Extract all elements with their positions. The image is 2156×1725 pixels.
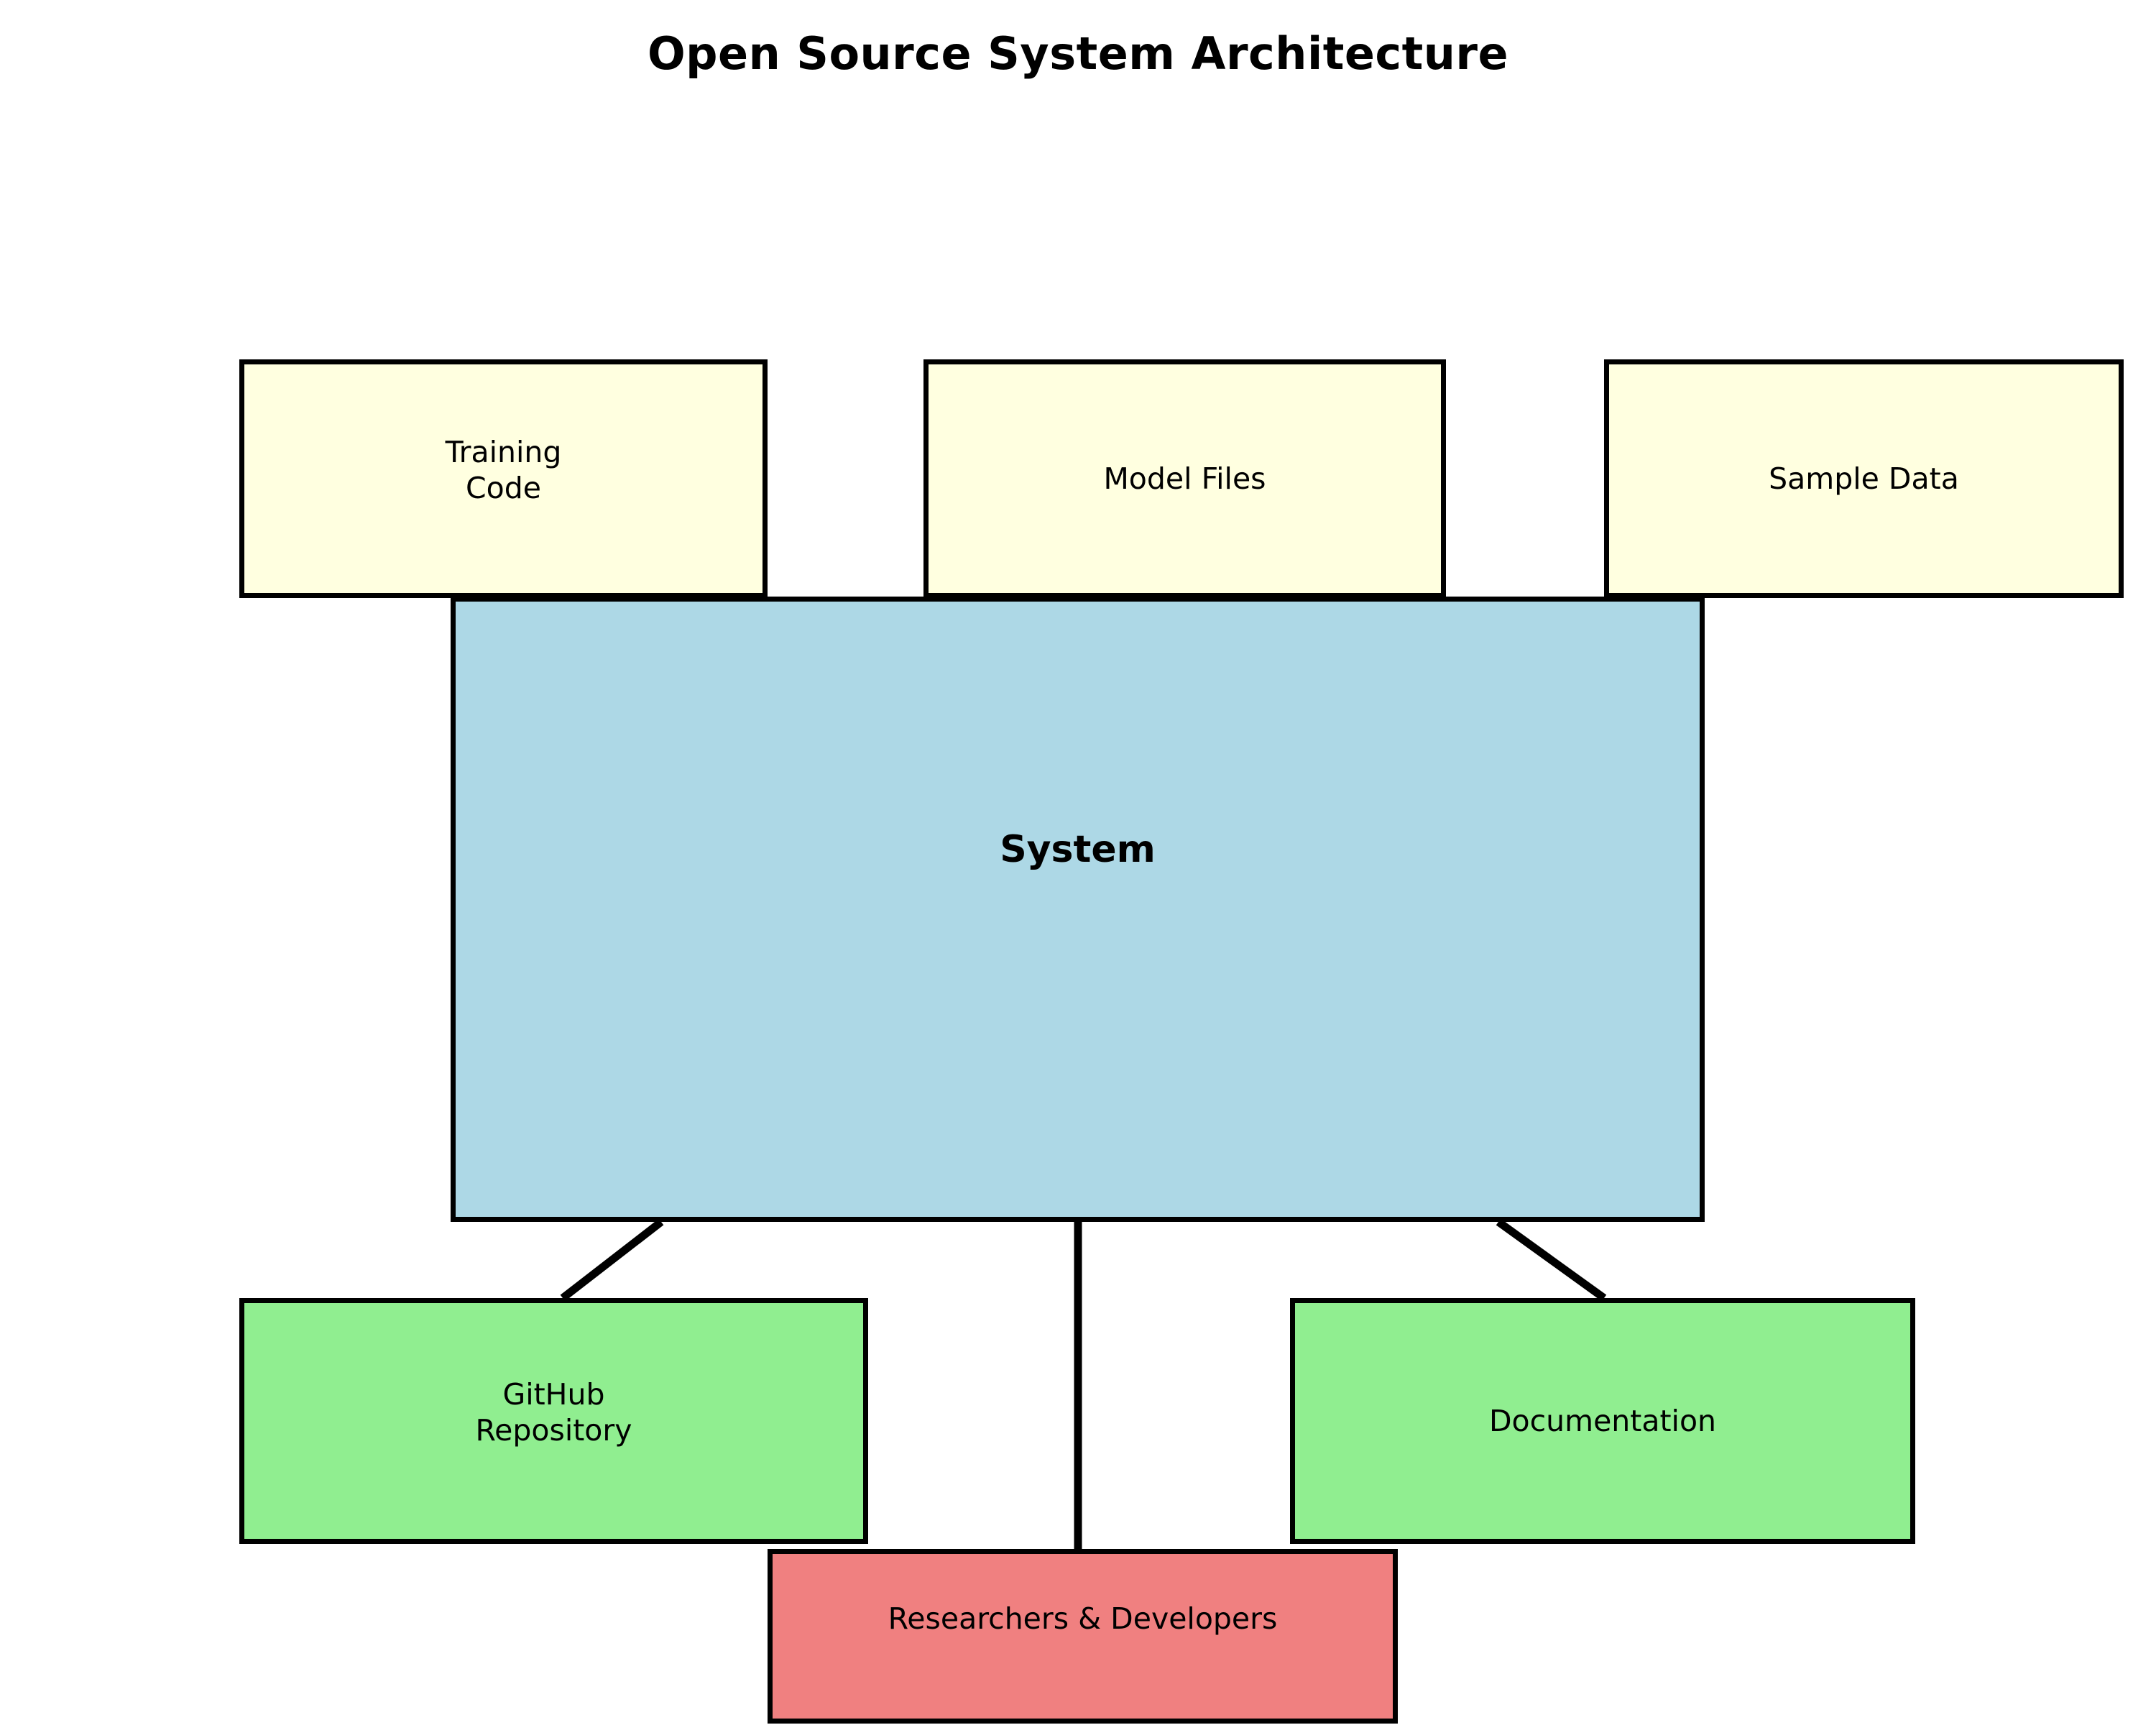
page-title: Open Source System Architecture <box>647 27 1509 80</box>
node-researchers-developers[interactable]: Researchers & Developers <box>768 1549 1398 1724</box>
node-training-code-label: Training Code <box>445 434 562 505</box>
node-model-files-label: Model Files <box>1103 461 1266 496</box>
node-system[interactable]: System <box>451 597 1705 1222</box>
node-github-repository[interactable]: GitHub Repository <box>239 1298 868 1544</box>
node-system-label: System <box>1000 828 1156 872</box>
node-documentation[interactable]: Documentation <box>1290 1298 1915 1544</box>
node-model-files[interactable]: Model Files <box>923 359 1446 598</box>
edge-system-to-documentation <box>1496 1218 1607 1302</box>
node-github-repository-label: GitHub Repository <box>475 1376 632 1448</box>
node-researchers-developers-label: Researchers & Developers <box>888 1601 1278 1637</box>
node-documentation-label: Documentation <box>1488 1403 1717 1438</box>
node-training-code[interactable]: Training Code <box>239 359 768 598</box>
node-sample-data[interactable]: Sample Data <box>1604 359 2124 598</box>
edge-system-to-github-repository <box>560 1218 664 1302</box>
node-sample-data-label: Sample Data <box>1769 461 1959 496</box>
